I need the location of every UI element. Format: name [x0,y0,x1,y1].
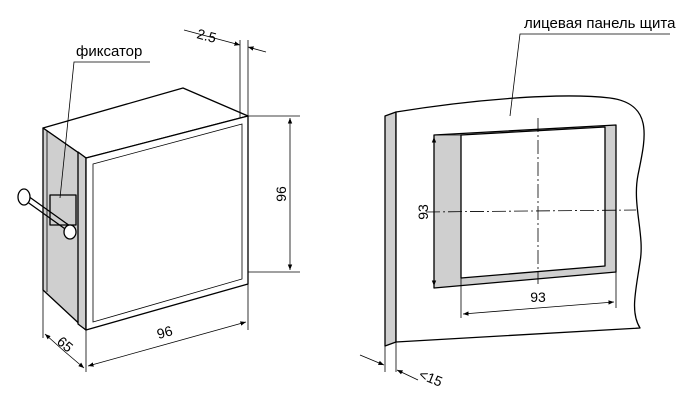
cutout-inner [460,126,606,279]
dim-bezel-thickness: 2.5 [183,25,267,118]
dim-cutout-height: 93 [415,137,437,286]
latch-callout-line [59,61,150,199]
latch-nut [63,224,77,240]
dim-width: 96 [85,284,249,372]
dim-depth-label: 65 [54,333,76,355]
latch-rod [27,195,71,227]
dim-bezel-label: 2.5 [195,25,218,46]
dim-height: 96 [248,115,300,273]
panel-callout-line [509,33,670,117]
dim-width-label: 96 [155,322,175,342]
latch-rod-lower [25,200,69,232]
panel-edge-face [384,111,397,347]
latch-body [49,194,77,226]
latch [17,188,77,240]
dim-cutout-height-label: 93 [415,204,431,220]
dim-cutout-width-label: 93 [530,289,546,305]
dim-height-label: 96 [273,186,289,202]
center-line-horizontal [425,209,637,213]
panel-cutout-view: лицевая панель щита 93 93 <15 [359,15,676,390]
dim-cutout-width: 93 [460,272,617,318]
bezel-side-face [77,151,87,331]
panel-label: лицевая панель щита [524,15,676,32]
device-isometric-view: фиксатор 2.5 96 96 [17,25,300,372]
latch-screw-head [17,188,31,206]
front-bezel-inner [92,123,243,323]
latch-label: фиксатор [76,43,142,60]
dim-panel-thickness-label: <15 [417,366,445,390]
dim-panel-thickness: <15 [359,342,445,390]
